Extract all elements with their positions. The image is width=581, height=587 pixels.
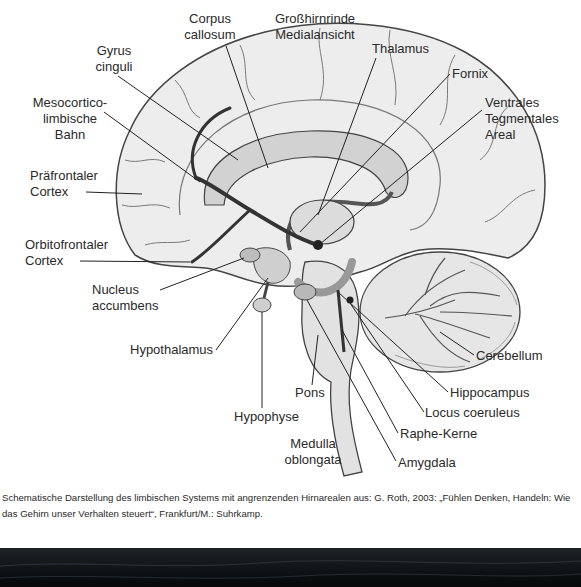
part-label: Hypothalamus — [130, 342, 213, 358]
arbor-branch — [425, 258, 445, 295]
leader-line — [320, 110, 482, 244]
wave-line — [0, 574, 581, 578]
leader-line — [226, 46, 268, 168]
part-label: Fornix — [452, 66, 488, 82]
corpus-callosum-shape — [204, 131, 408, 205]
part-label: Orbitofrontaler Cortex — [25, 237, 125, 269]
accumbens-shape — [240, 248, 260, 262]
part-label: Thalamus — [372, 41, 429, 57]
leader-line — [86, 192, 142, 194]
leader-lines — [80, 46, 482, 461]
part-label: Raphe-Kerne — [400, 426, 477, 442]
leader-line — [160, 258, 244, 290]
part-label: Hippocampus — [450, 385, 530, 401]
part-label: Nucleus accumbens — [92, 282, 176, 314]
arbor-branch — [430, 292, 500, 306]
figure-caption: Schematische Darstellung des limbischen … — [2, 490, 579, 522]
pathway-shape — [192, 108, 230, 178]
part-label: Medulla oblongata — [275, 436, 351, 468]
raphe-shape — [338, 290, 344, 352]
leader-line — [350, 303, 424, 412]
wave-line — [0, 561, 581, 566]
leader-line — [312, 335, 318, 385]
cerebrum-outline — [116, 23, 545, 286]
pituitary-shape — [253, 298, 271, 312]
pathway-shape — [196, 178, 318, 245]
part-label: Cerebellum — [476, 348, 542, 364]
part-label: Großhirnrinde Medialansicht — [263, 11, 367, 43]
part-label: Ventrales Tegmentales Areal — [485, 95, 575, 143]
leader-line — [216, 278, 268, 350]
vta-shape — [313, 240, 323, 250]
arbor-branch — [420, 316, 470, 362]
leader-line — [104, 112, 200, 182]
cortex-sulci — [122, 28, 535, 245]
leader-line — [300, 74, 450, 232]
sulcus-line — [175, 80, 200, 118]
part-label: Pons — [295, 385, 325, 401]
sulcus-line — [440, 55, 455, 125]
leader-line — [262, 312, 263, 408]
leader-line — [440, 332, 474, 355]
leader-line — [338, 292, 448, 392]
part-label: Gyrus cinguli — [83, 43, 145, 75]
dark-band — [0, 548, 581, 587]
folia-line — [395, 355, 465, 367]
sulcus-line — [485, 190, 535, 222]
part-label: Corpus callosum — [172, 11, 248, 43]
pituitary-stalk — [264, 282, 268, 298]
part-label: Amygdala — [398, 455, 456, 471]
leader-line — [342, 330, 398, 433]
leader-line — [80, 261, 190, 262]
folia-line — [470, 262, 517, 305]
leader-line — [318, 58, 376, 215]
sulcus-line — [125, 159, 165, 162]
arbor-branch — [440, 312, 512, 316]
sulcus-line — [145, 240, 190, 245]
part-label: Locus coeruleus — [425, 405, 520, 421]
part-label: Mesocortico- limbische Bahn — [28, 95, 112, 143]
sulcus-line — [122, 205, 170, 208]
amygdala-shape — [294, 284, 316, 300]
leader-line — [118, 76, 238, 160]
part-label: Präfrontaler Cortex — [30, 168, 112, 200]
part-label: Hypophyse — [234, 409, 299, 425]
